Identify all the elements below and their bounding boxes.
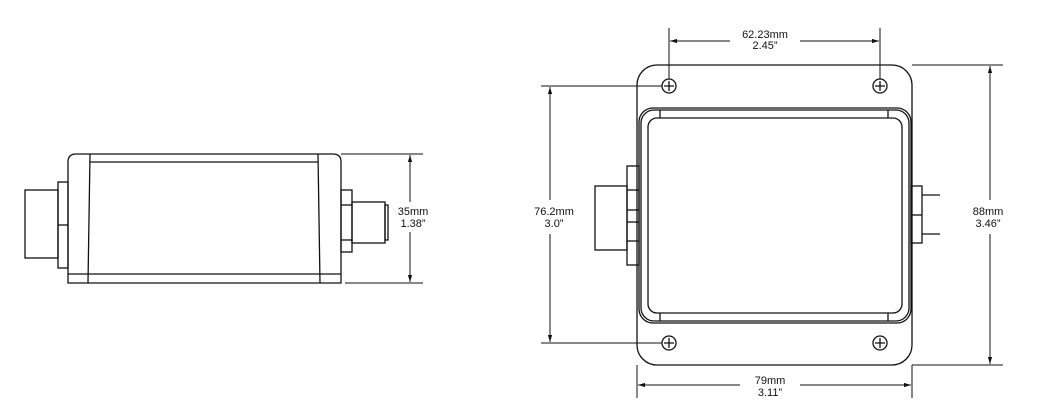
mounting-hole xyxy=(661,78,677,94)
hole-spacing-y-mm: 76.2mm xyxy=(534,206,574,218)
top-view: 62.23mm 2.45” 76.2mm 3.0” 88mm 3.46” 79m… xyxy=(534,28,1003,399)
overall-width-dimension: 79mm 3.11” xyxy=(636,365,913,399)
lid-panel xyxy=(647,117,903,314)
top-left-connector xyxy=(594,165,640,266)
height-mm-label: 35mm xyxy=(398,206,429,218)
hole-spacing-y-in: 3.0” xyxy=(545,218,564,230)
mounting-hole xyxy=(661,335,677,351)
hole-spacing-x-mm: 62.23mm xyxy=(742,29,788,41)
side-body-seam xyxy=(317,153,321,284)
hole-spacing-x-in: 2.45” xyxy=(752,40,777,52)
enclosure-outline xyxy=(638,107,912,324)
top-right-connector xyxy=(910,185,940,244)
overall-height-dimension: 88mm 3.46” xyxy=(912,64,1004,366)
side-left-connector xyxy=(24,181,69,269)
height-dimension: 35mm 1.38” xyxy=(341,153,429,284)
overall-height-mm: 88mm xyxy=(973,206,1004,218)
hole-spacing-x-dimension: 62.23mm 2.45” xyxy=(668,28,881,79)
height-in-label: 1.38” xyxy=(400,218,425,230)
mounting-hole xyxy=(872,78,888,94)
overall-width-mm: 79mm xyxy=(755,375,786,387)
hole-spacing-y-dimension: 76.2mm 3.0” xyxy=(534,85,662,344)
side-body-seam xyxy=(87,153,91,284)
overall-height-in: 3.46” xyxy=(975,218,1000,230)
side-right-connector xyxy=(340,189,389,253)
side-body xyxy=(67,153,342,284)
mounting-hole xyxy=(872,335,888,351)
enclosure-outline-inner xyxy=(640,109,910,322)
overall-width-in: 3.11” xyxy=(758,387,783,399)
side-view: 35mm 1.38” xyxy=(24,153,429,284)
